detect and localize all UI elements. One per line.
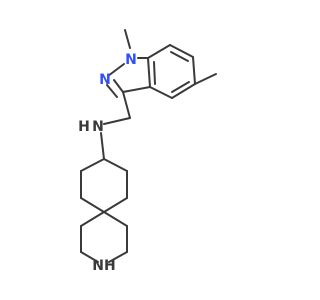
bond-c3-ch2 <box>122 91 131 119</box>
bond-c8-c9 <box>80 158 105 172</box>
bond-ch2-nh <box>103 117 131 125</box>
bond-c6-c5 <box>192 56 196 85</box>
bond-c11-spiro <box>103 197 128 213</box>
bond-c7-c6 <box>169 44 194 58</box>
bond-nh-c9 <box>100 132 105 160</box>
bond-c9-c10 <box>103 158 128 172</box>
bond-c5-c4 <box>171 83 196 99</box>
bond-n1-n2 <box>107 63 125 77</box>
bond-n2-c3-double <box>106 84 118 98</box>
bond-c2-n3 <box>108 251 128 263</box>
atom-amine-n-label: N <box>92 119 104 135</box>
atom-amine-h-label: H <box>78 119 90 135</box>
bond-c3a-c7a <box>147 57 151 88</box>
bond-n3-c4 <box>80 251 99 263</box>
bond-c3-c3a <box>122 86 151 93</box>
bond-c7-c6-inner <box>170 51 189 62</box>
bond-c7a-c7 <box>147 44 171 59</box>
bond-c5-c4-inner <box>171 81 190 93</box>
bond-spiro-c1 <box>103 211 128 227</box>
bond-group <box>80 29 217 263</box>
bond-c3a-c7a-inner <box>153 61 156 85</box>
bond-c5-spiro <box>80 211 105 227</box>
bond-c5-methyl <box>194 73 217 85</box>
bond-n1-methyl <box>124 29 131 49</box>
atom-ring-nh-label: NH <box>92 258 115 274</box>
atom-n1-label: N <box>125 52 137 68</box>
bond-n2-c3 <box>113 79 124 93</box>
bond-c4-c3a <box>149 86 173 99</box>
molecule-structure-diagram: N N H N NH <box>78 29 217 274</box>
atom-label-group: N N H N NH <box>78 52 137 274</box>
bond-spiro-c7 <box>80 197 105 213</box>
atom-n2-label: N <box>99 72 111 88</box>
